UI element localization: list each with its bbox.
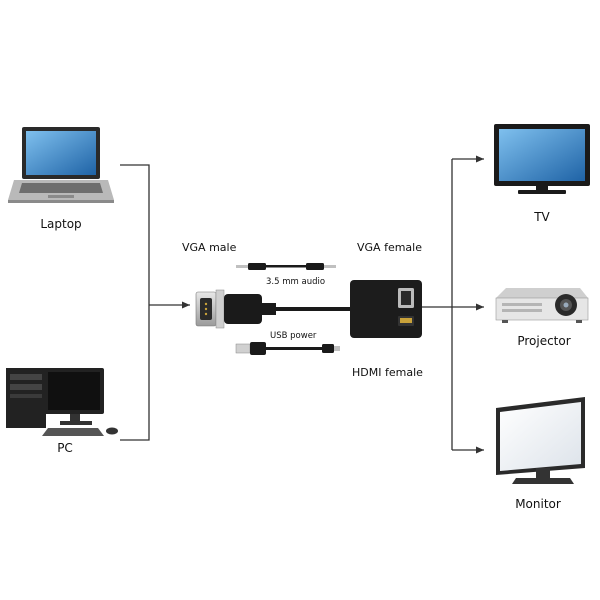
projector-icon <box>495 288 589 323</box>
usb-power-label: USB power <box>270 331 317 341</box>
monitor-icon <box>496 397 585 484</box>
projector-label: Projector <box>517 334 571 348</box>
tv-icon <box>494 124 590 194</box>
pc-icon <box>6 368 118 436</box>
pc-label: PC <box>57 441 73 455</box>
output-lines <box>422 155 484 454</box>
adapter-box-icon <box>350 280 422 338</box>
tv-label: TV <box>534 210 550 224</box>
vga-female-label: VGA female <box>357 241 422 254</box>
source-lines <box>120 164 190 441</box>
vga-male-connector-icon <box>195 289 350 329</box>
vga-male-label: VGA male <box>182 241 237 254</box>
monitor-label: Monitor <box>515 497 561 511</box>
laptop-icon <box>8 127 114 203</box>
hdmi-female-label: HDMI female <box>352 366 423 379</box>
audio-label: 3.5 mm audio <box>266 277 326 287</box>
laptop-label: Laptop <box>40 217 82 231</box>
audio-cable-icon <box>236 263 336 270</box>
usb-cable-icon <box>235 342 340 355</box>
